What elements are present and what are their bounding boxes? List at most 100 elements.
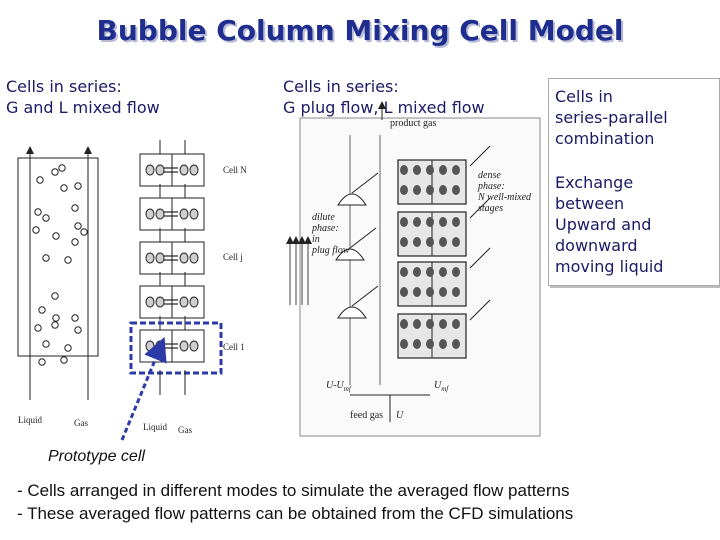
particle	[452, 165, 460, 175]
column-c	[286, 101, 541, 437]
dense-stage	[397, 197, 491, 257]
particle	[426, 267, 434, 277]
right-top-line-3: combination	[555, 129, 655, 148]
particle	[426, 217, 434, 227]
particle	[439, 185, 447, 195]
left-label: Cells in series: G and L mixed flow	[6, 76, 160, 118]
bubble	[34, 208, 42, 216]
particle	[400, 165, 408, 175]
column-b-gas-label: Gas	[178, 425, 192, 435]
bubble	[74, 222, 82, 230]
right-top-line-2: series-parallel	[555, 108, 668, 127]
particle	[426, 319, 434, 329]
bubble	[38, 306, 46, 314]
bubble-symbol	[337, 172, 379, 206]
bubble	[36, 176, 44, 184]
dilute-line-3: in	[312, 234, 320, 245]
cell-1-label: Cell 1	[223, 342, 245, 352]
dense-line-4: stages	[478, 203, 503, 214]
bullet-1: - Cells arranged in different modes to s…	[17, 481, 570, 500]
bubble	[60, 184, 68, 192]
right-bottom-line-1: Exchange	[555, 173, 634, 192]
bubbles-a	[32, 164, 88, 366]
particle	[413, 217, 421, 227]
dense-line-1: dense	[478, 170, 501, 181]
u-mf-label: Umf	[434, 380, 449, 393]
u-minus-umf-text: U-U	[326, 380, 344, 391]
particle	[426, 165, 434, 175]
bubble	[74, 326, 82, 334]
bubble	[51, 292, 59, 300]
column-a	[17, 146, 99, 400]
bubble	[64, 256, 72, 264]
particle	[426, 237, 434, 247]
bubble	[52, 314, 60, 322]
particle	[413, 165, 421, 175]
particle	[439, 267, 447, 277]
bubble	[42, 254, 50, 262]
bubble	[42, 214, 50, 222]
particle	[439, 165, 447, 175]
product-gas-label: product gas	[390, 118, 437, 129]
middle-label-line-1: Cells in series:	[283, 77, 399, 96]
dense-stage	[397, 145, 491, 205]
right-bottom-line-4: downward	[555, 236, 638, 255]
particle	[413, 339, 421, 349]
particle	[439, 217, 447, 227]
particle	[439, 319, 447, 329]
right-panel	[548, 78, 720, 286]
dilute-line-4: plug flow	[312, 245, 350, 256]
right-top-label: Cells in series-parallel combination	[555, 86, 668, 149]
particle	[426, 339, 434, 349]
bubble	[52, 232, 60, 240]
particle	[413, 267, 421, 277]
particle	[413, 185, 421, 195]
cells-b	[139, 140, 205, 363]
particle	[426, 287, 434, 297]
dilute-line-1: dilute	[312, 212, 335, 223]
dense-stage	[397, 247, 491, 307]
particle	[413, 237, 421, 247]
particle	[400, 287, 408, 297]
bubble	[71, 204, 79, 212]
particle	[413, 287, 421, 297]
cones-c	[335, 172, 379, 319]
bubble-symbol	[335, 227, 377, 261]
bubble	[58, 164, 66, 172]
bubble	[71, 314, 79, 322]
particle	[400, 217, 408, 227]
feed-gas-label: feed gas	[350, 410, 384, 421]
bubble	[74, 182, 82, 190]
bubble	[42, 340, 50, 348]
bubble	[51, 321, 59, 329]
bubble	[34, 324, 42, 332]
bubble	[64, 344, 72, 352]
bubble	[38, 358, 46, 366]
bubble-symbol	[337, 285, 379, 319]
column-a-gas-label: Gas	[74, 418, 88, 428]
column-b	[129, 140, 223, 395]
particle	[426, 185, 434, 195]
dilute-phase-label: dilute phase: in plug flow	[312, 212, 350, 256]
right-bottom-line-3: Upward and	[555, 215, 652, 234]
mixing-cell	[139, 272, 205, 319]
prototype-pointer	[120, 336, 167, 441]
dense-phase-label: dense phase: N well-mixed stages	[478, 170, 531, 214]
particle	[452, 185, 460, 195]
u-label: U	[396, 410, 404, 421]
particle	[400, 339, 408, 349]
column-b-liquid-label: Liquid	[143, 422, 167, 432]
left-label-line-1: Cells in series:	[6, 77, 122, 96]
u-mf-text: U	[434, 380, 442, 391]
particle	[452, 217, 460, 227]
stages-c	[397, 145, 491, 359]
column-a-liquid-label: Liquid	[18, 415, 42, 425]
right-bottom-line-2: between	[555, 194, 625, 213]
particle	[452, 319, 460, 329]
bubble	[80, 228, 88, 236]
bubble	[71, 238, 79, 246]
particle	[400, 267, 408, 277]
particle	[400, 319, 408, 329]
right-bottom-line-5: moving liquid	[555, 257, 664, 276]
